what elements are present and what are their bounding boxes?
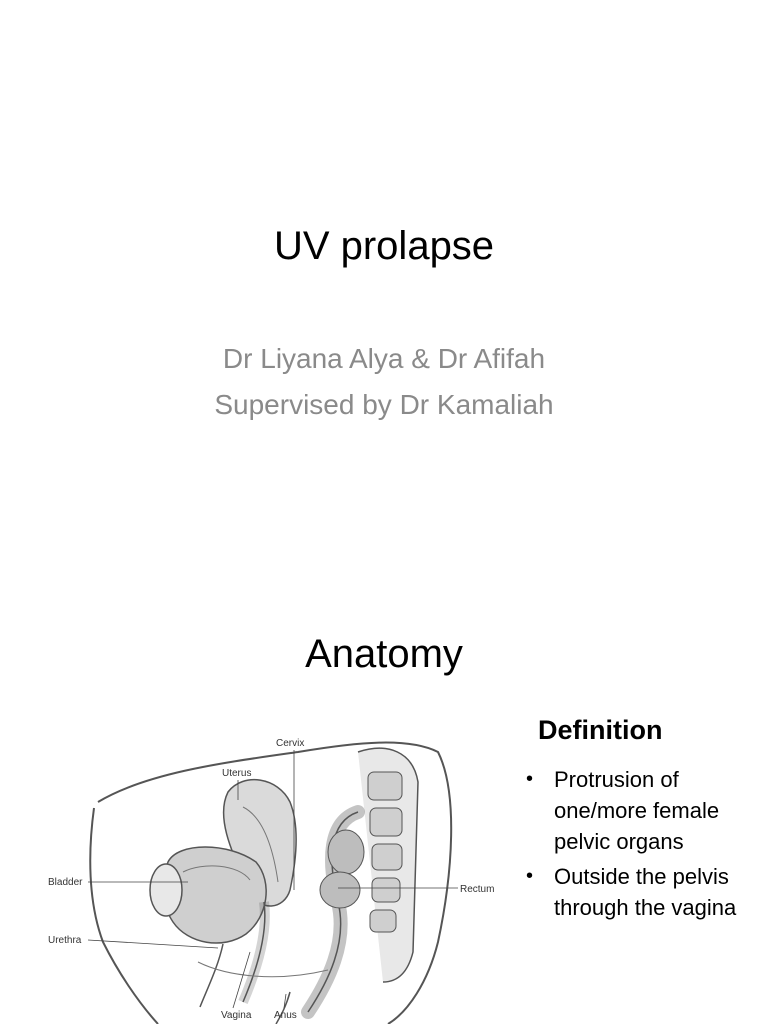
presentation-title: UV prolapse	[273, 224, 495, 268]
presentation-subtitle: Dr Liyana Alya & Dr Afifah Supervised by…	[0, 336, 768, 428]
list-item: • Protrusion of one/more female pelvic o…	[526, 764, 762, 857]
label-anus: Anus	[274, 993, 297, 1021]
svg-text:Cervix: Cervix	[276, 738, 304, 749]
slide-title: Anatomy	[305, 632, 463, 676]
svg-text:Bladder: Bladder	[48, 877, 83, 888]
svg-text:Vagina: Vagina	[221, 1010, 252, 1021]
bullet-text: Protrusion of one/more female pelvic org…	[554, 767, 720, 854]
svg-text:Urethra: Urethra	[48, 935, 82, 946]
title-slide: UV prolapse Dr Liyana Alya & Dr Afifah S…	[0, 224, 768, 428]
list-item: • Outside the pelvis through the vagina	[526, 861, 762, 923]
bullet-icon: •	[526, 865, 534, 887]
svg-text:Rectum: Rectum	[460, 884, 494, 895]
label-uterus: Uterus	[222, 768, 251, 800]
label-vagina: Vagina	[221, 951, 252, 1021]
label-rectum: Rectum	[338, 884, 494, 895]
svg-text:Anus: Anus	[274, 1010, 297, 1021]
label-bladder: Bladder	[48, 877, 188, 888]
definition-bullet-list: • Protrusion of one/more female pelvic o…	[526, 764, 762, 927]
anatomy-slide: Anatomy	[0, 512, 768, 1024]
pelvic-anatomy-illustration: Cervix Uterus Bladder Urethra Rectum Vag…	[48, 738, 494, 1024]
label-urethra: Urethra	[48, 935, 219, 949]
bullet-text: Outside the pelvis through the vagina	[554, 864, 737, 920]
authors-line: Dr Liyana Alya & Dr Afifah	[222, 343, 546, 374]
pelvic-anatomy-diagram: Cervix Uterus Bladder Urethra Rectum Vag…	[28, 712, 498, 1024]
svg-text:Uterus: Uterus	[222, 768, 251, 779]
supervisor-line: Supervised by Dr Kamaliah	[214, 389, 554, 420]
definition-heading: Definition	[538, 715, 663, 745]
label-cervix: Cervix	[276, 738, 304, 890]
bullet-icon: •	[526, 768, 534, 790]
